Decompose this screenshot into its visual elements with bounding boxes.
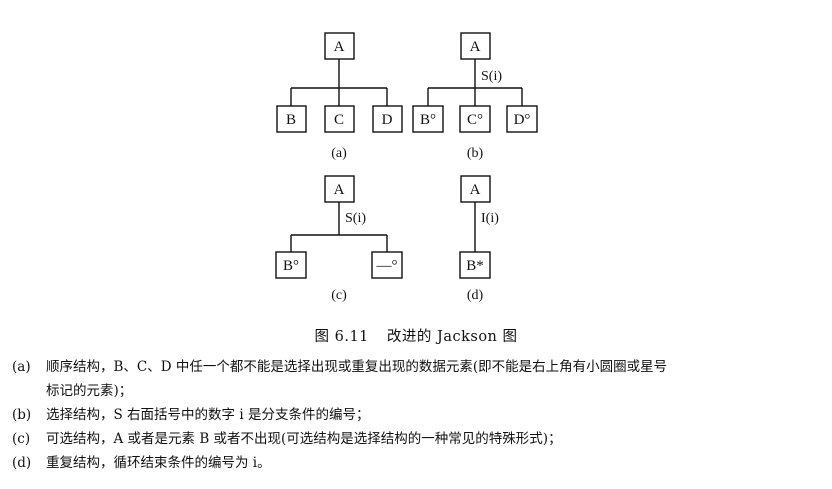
note-b: (b) 选择结构，S 右面括号中的数字 i 是分支条件的编号； bbox=[12, 403, 822, 427]
note-label: (c) bbox=[12, 431, 31, 447]
node-b-child-2-text: C° bbox=[467, 112, 483, 128]
node-c-root-text: A bbox=[334, 182, 345, 198]
node-b-child-3 bbox=[506, 105, 538, 133]
diagram-d-edge-label: I(i) bbox=[481, 211, 499, 226]
note-c: (c) 可选结构，A 或者是元素 B 或者不出现(可选结构是选择结构的一种常见的特… bbox=[12, 427, 822, 451]
diagram-c-edge-label: S(i) bbox=[345, 211, 366, 226]
note-label: (b) bbox=[12, 407, 32, 423]
node-d-child-1-text: B* bbox=[466, 258, 484, 274]
node-a-root-text: A bbox=[334, 39, 345, 55]
diagram-d bbox=[459, 175, 491, 279]
node-b-child-2 bbox=[459, 105, 491, 133]
note-text: 顺序结构，B、C、D 中任一个都不能是选择出现或重复出现的数据元素(即不能是右上… bbox=[46, 359, 668, 375]
figure-notes: (a) 顺序结构，B、C、D 中任一个都不能是选择出现或重复出现的数据元素(即不能… bbox=[12, 355, 822, 475]
diagram-a bbox=[276, 32, 403, 133]
note-label: (a) bbox=[12, 359, 31, 375]
node-c-child-2-text: —° bbox=[376, 258, 398, 274]
node-d-root-text: A bbox=[470, 182, 481, 198]
diagram-b-edge-label: S(i) bbox=[481, 69, 502, 84]
node-a-child-3-text: D bbox=[382, 112, 393, 128]
node-b-child-1 bbox=[412, 105, 444, 133]
node-a-child-2-text: C bbox=[334, 112, 344, 128]
note-text: 选择结构，S 右面括号中的数字 i 是分支条件的编号； bbox=[46, 407, 370, 423]
note-a: (a) 顺序结构，B、C、D 中任一个都不能是选择出现或重复出现的数据元素(即不能… bbox=[12, 355, 822, 403]
diagram-d-label: (d) bbox=[467, 288, 484, 303]
jackson-diagrams: A B C D (a) A S(i) B° C° D° (b) A S(i) B… bbox=[275, 32, 538, 303]
node-c-child-2 bbox=[371, 251, 403, 279]
node-b-root-text: A bbox=[470, 39, 481, 55]
diagram-b bbox=[412, 32, 538, 133]
diagram-c-label: (c) bbox=[331, 288, 347, 303]
note-text-continued: 标记的元素)； bbox=[46, 383, 133, 399]
note-label: (d) bbox=[12, 455, 32, 471]
diagram-b-label: (b) bbox=[467, 146, 484, 161]
figure-title: 改进的 Jackson 图 bbox=[386, 329, 518, 345]
diagram-c bbox=[275, 175, 403, 279]
figure-number: 图 6.11 bbox=[314, 329, 369, 345]
node-c-child-1-text: B° bbox=[283, 258, 299, 274]
node-b-child-1-text: B° bbox=[420, 112, 436, 128]
node-a-child-1-text: B bbox=[286, 112, 296, 128]
node-a-child-1 bbox=[276, 105, 307, 133]
note-text: 可选结构，A 或者是元素 B 或者不出现(可选结构是选择结构的一种常见的特殊形式… bbox=[46, 431, 562, 447]
note-text: 重复结构，循环结束条件的编号为 i。 bbox=[46, 455, 271, 471]
diagram-a-label: (a) bbox=[331, 146, 347, 161]
figure-caption: 图 6.11 改进的 Jackson 图 bbox=[0, 325, 832, 346]
node-b-child-3-text: D° bbox=[514, 112, 531, 128]
node-a-child-3 bbox=[372, 105, 403, 133]
node-d-child-1 bbox=[459, 251, 491, 279]
node-c-child-1 bbox=[275, 251, 307, 279]
note-d: (d) 重复结构，循环结束条件的编号为 i。 bbox=[12, 451, 822, 475]
node-a-child-2 bbox=[324, 105, 355, 133]
